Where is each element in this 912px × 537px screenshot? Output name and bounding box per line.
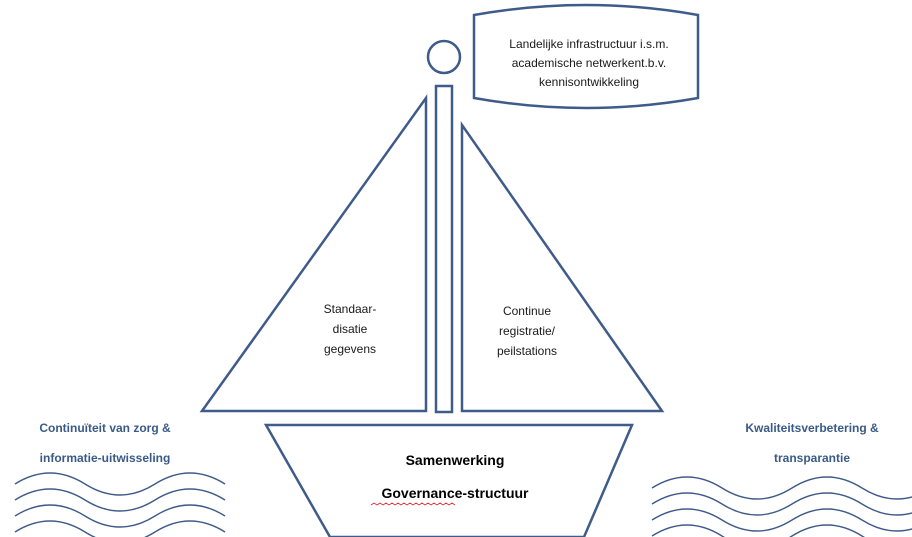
left-side-label: Continuïteit van zorg & informatie-uitwi… [20, 413, 190, 473]
flag-text-line: kennisontwikkeling [538, 75, 640, 89]
left-wave-4 [14, 520, 226, 537]
right-side-label-line: Kwaliteitsverbetering & [745, 421, 879, 435]
hull [263, 423, 634, 537]
right-wave-1 [651, 476, 912, 500]
left-sail-label-line: gegevens [323, 342, 377, 356]
right-sail-label-line: peilstations [496, 344, 558, 358]
right-waves [651, 476, 912, 537]
mast-top-ball [426, 39, 462, 75]
left-sail-label-line: disatie [332, 322, 368, 336]
right-wave-3 [651, 508, 912, 532]
left-sail [199, 94, 428, 413]
spellcheck-underline [370, 502, 456, 506]
left-wave-1 [14, 472, 226, 496]
flag-text: Landelijke infrastructuur i.s.m. academi… [478, 35, 700, 92]
mast [434, 84, 454, 414]
right-wave-2 [651, 492, 912, 516]
right-sail-label: Continue registratie/ peilstations [472, 301, 582, 361]
left-wave-3 [14, 504, 226, 528]
hull-label-samenwerking: Samenwerking [405, 452, 505, 468]
right-sail [460, 121, 665, 413]
right-sail-label-line: registratie/ [498, 324, 556, 338]
left-wave-2 [14, 488, 226, 512]
left-side-label-line: Continuïteit van zorg & [39, 421, 171, 435]
right-side-label: Kwaliteitsverbetering & transparantie [712, 413, 912, 473]
hull-label-governance: Governance-structuur [381, 485, 529, 501]
flag-banner [472, 3, 700, 110]
right-sail-label-line: Continue [502, 304, 552, 318]
left-side-label-line: informatie-uitwisseling [39, 451, 171, 465]
right-side-label-line: transparantie [773, 451, 851, 465]
flag-text-line: academische netwerkent.b.v. [511, 56, 667, 70]
flag-text-line: Landelijke infrastructuur i.s.m. [509, 37, 669, 51]
left-waves [14, 472, 226, 537]
left-sail-label-line: Standaar- [323, 302, 377, 316]
left-sail-label: Standaar- disatie gegevens [300, 299, 400, 359]
right-wave-4 [651, 524, 866, 537]
